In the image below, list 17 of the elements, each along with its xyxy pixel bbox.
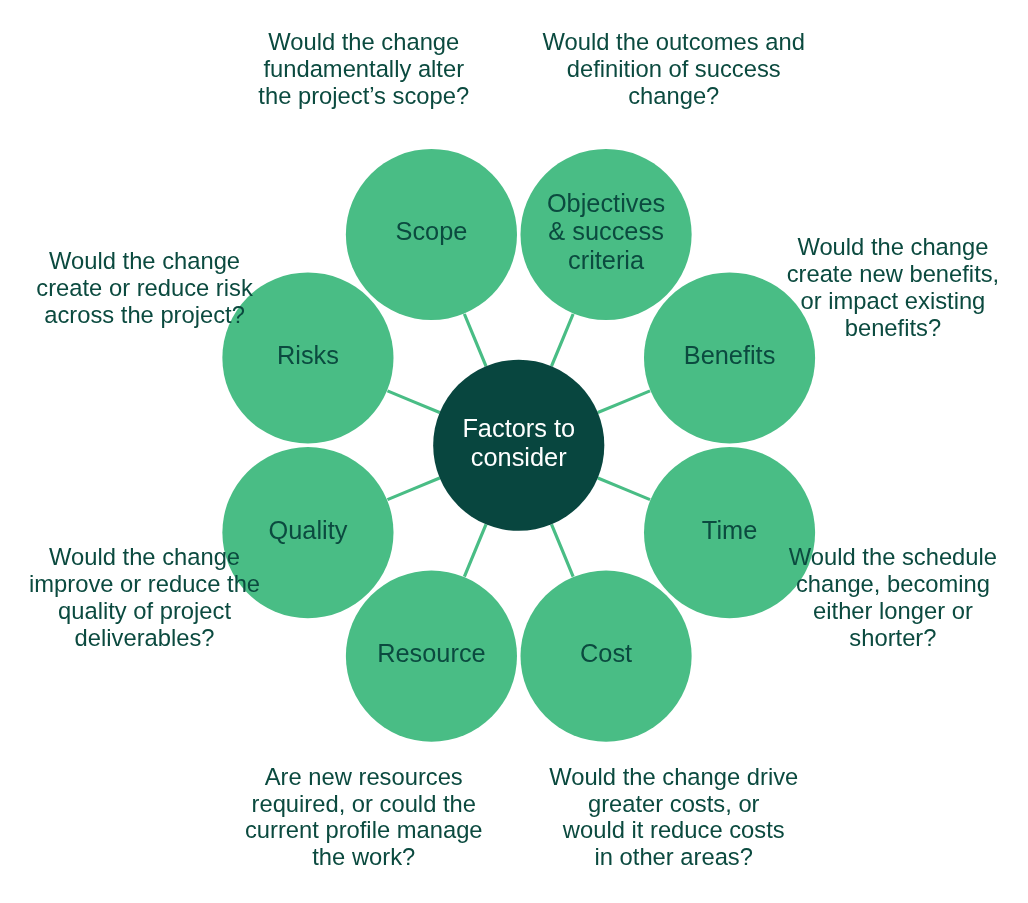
node-circle: Resource [345,570,517,742]
node-circle: Objectives & success criteria [520,148,692,320]
node-label: Would the change fundamentally alter the project’s scope? [258,27,470,109]
connector [597,476,651,501]
node-circle: Cost [520,570,692,742]
connector [597,388,651,414]
connector [462,523,488,577]
node-circle: Scope [345,148,517,320]
connector [550,523,575,577]
connector [386,388,441,414]
node-label: Are new resources required, or could the current profile manage the work? [244,762,483,870]
node-circle: Factors to consider [433,359,605,531]
connector [386,476,441,501]
node-label: Would the change drive greater costs, or would it reduce costs in other areas? [549,762,799,870]
connector [550,312,575,367]
node-label: Would the outcomes and definition of success change? [542,27,805,109]
connector [462,312,488,367]
